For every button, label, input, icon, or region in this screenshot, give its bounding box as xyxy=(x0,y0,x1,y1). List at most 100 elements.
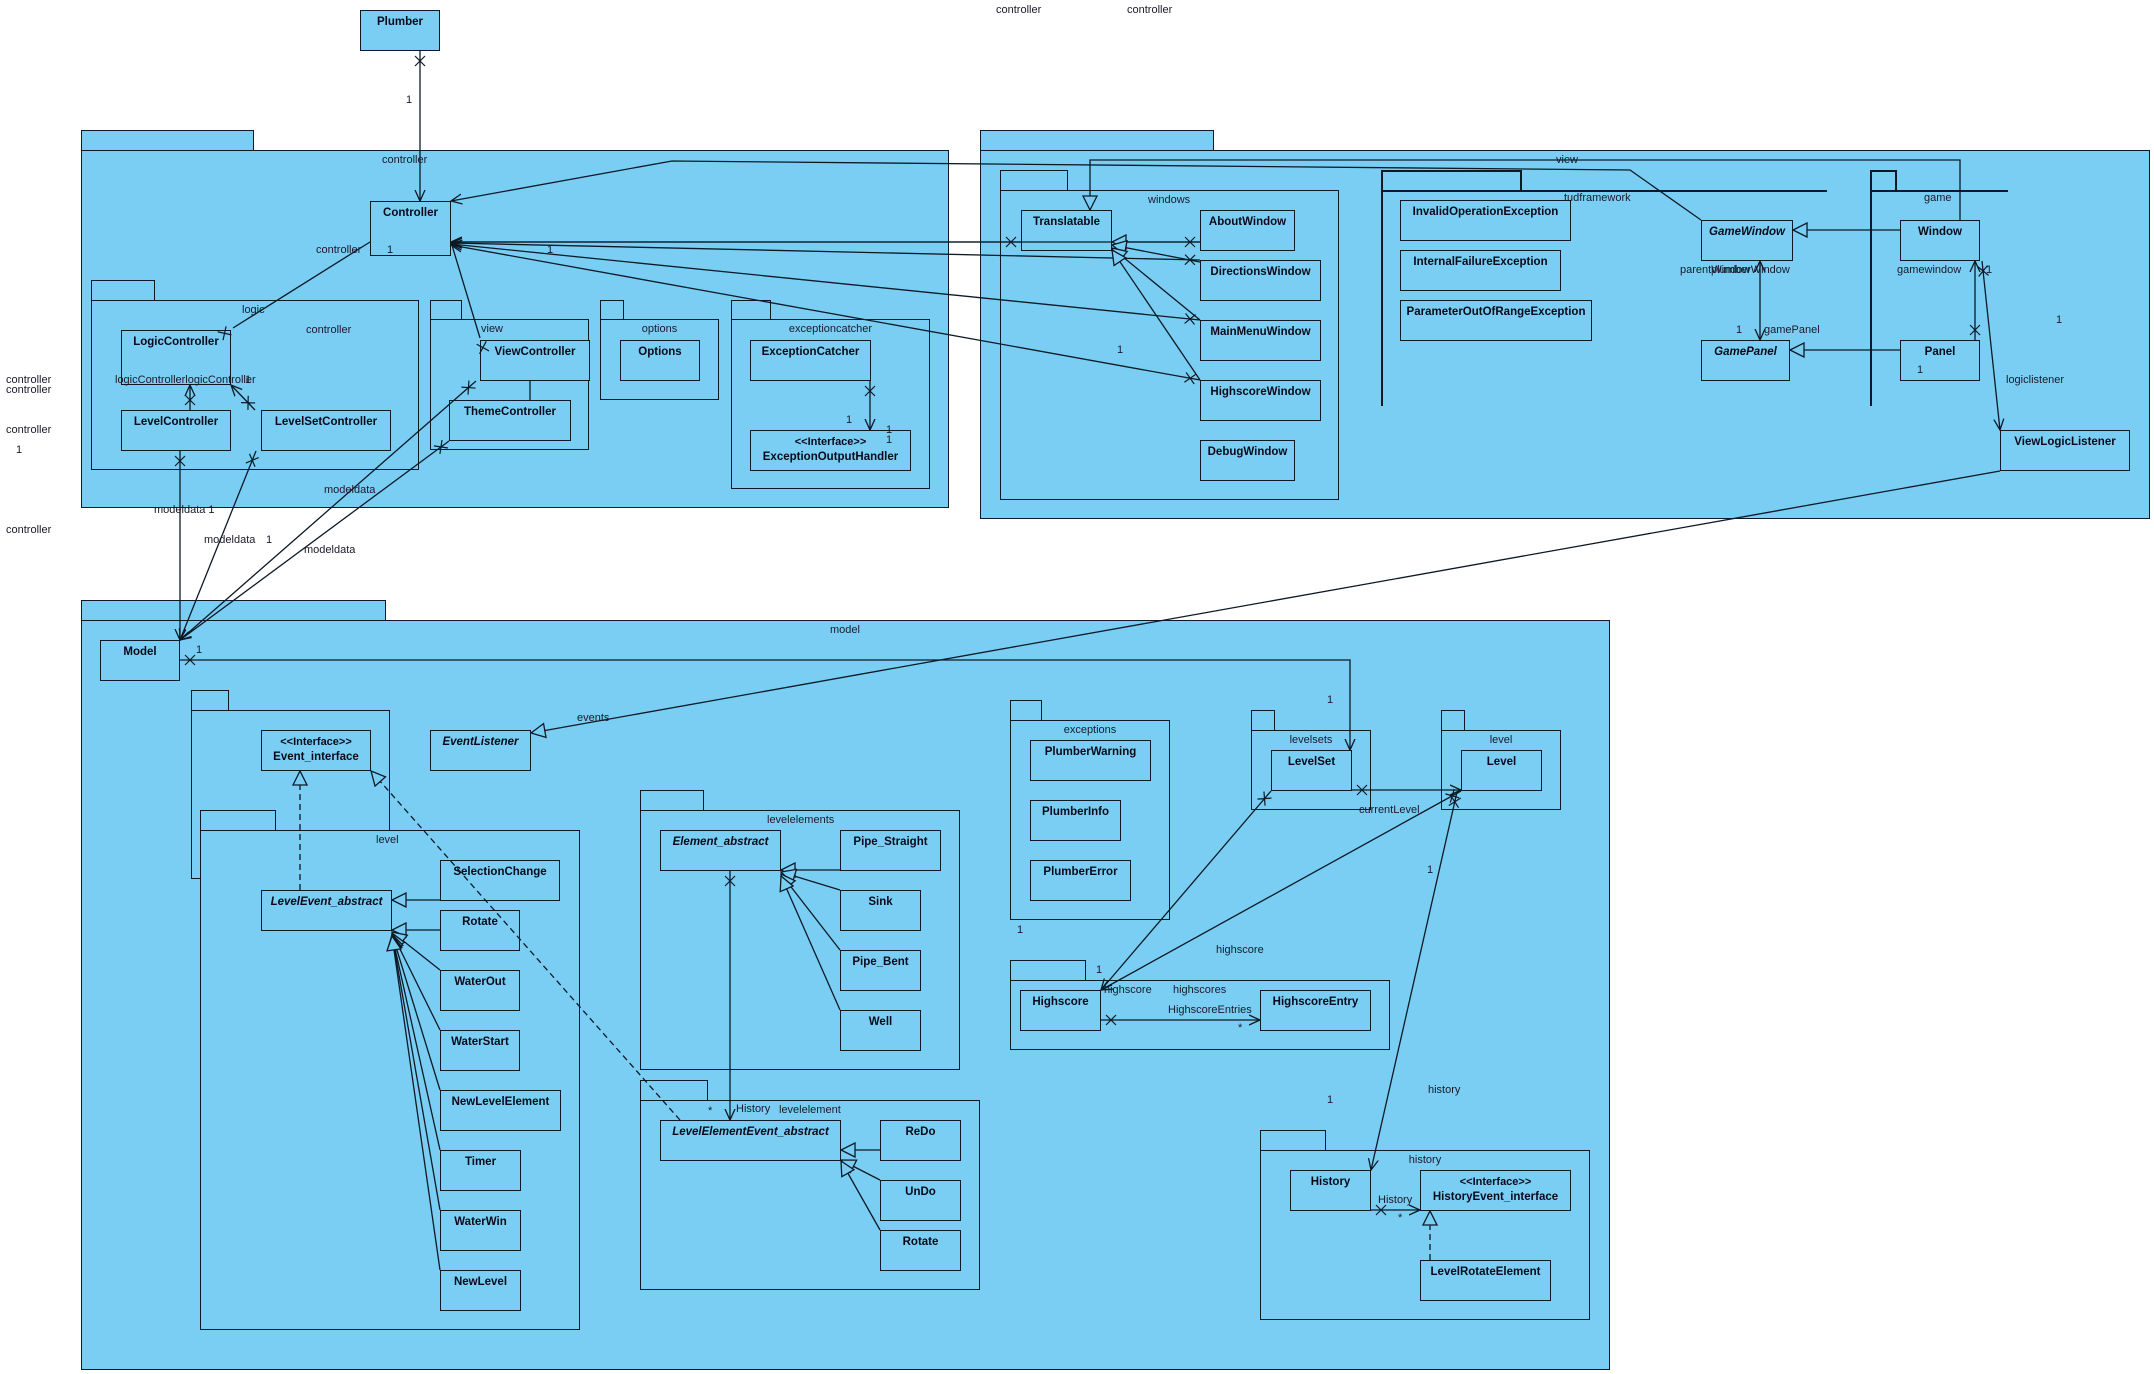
package-label: levelelements xyxy=(767,814,835,826)
label-modeldata-1: modeldata 1 xyxy=(154,504,215,516)
class-levelset[interactable]: LevelSet xyxy=(1271,750,1352,791)
label-level-mult: 1 xyxy=(1427,864,1434,876)
class-highscore-window[interactable]: HighscoreWindow xyxy=(1200,380,1321,421)
class-name: Panel xyxy=(1924,346,1956,358)
label-history-assoc-mult: * xyxy=(1398,1212,1403,1224)
class-name: EventListener xyxy=(442,736,519,748)
class-history-event-interface[interactable]: <<Interface>>HistoryEvent_interface xyxy=(1420,1170,1571,1211)
class-level-rotate-element[interactable]: LevelRotateElement xyxy=(1420,1260,1551,1301)
class-highscore[interactable]: Highscore xyxy=(1020,990,1101,1031)
class-element-abstract[interactable]: Element_abstract xyxy=(660,830,781,871)
class-plumber-warning[interactable]: PlumberWarning xyxy=(1030,740,1151,781)
class-selection-change[interactable]: SelectionChange xyxy=(440,860,560,901)
label-exc-mult-1: 1 xyxy=(846,414,853,426)
class-controller[interactable]: Controller xyxy=(370,201,451,256)
package-tab-view xyxy=(980,130,1214,151)
class-internal-failure-exception[interactable]: InternalFailureException xyxy=(1400,250,1561,291)
package-label: highscores xyxy=(1173,984,1227,996)
class-highscore-entry[interactable]: HighscoreEntry xyxy=(1260,990,1371,1031)
label-modeldata-2-mult: 1 xyxy=(266,534,273,546)
class-rotate[interactable]: Rotate xyxy=(440,910,520,951)
class-exception-catcher[interactable]: ExceptionCatcher xyxy=(750,340,871,381)
class-name: LevelEvent_abstract xyxy=(270,896,383,908)
class-debug-window[interactable]: DebugWindow xyxy=(1200,440,1295,481)
class-view-controller[interactable]: ViewController xyxy=(480,340,590,381)
class-logic-controller[interactable]: LogicController xyxy=(121,330,231,385)
class-name: NewLevel xyxy=(453,1276,508,1288)
class-main-menu-window[interactable]: MainMenuWindow xyxy=(1200,320,1321,361)
label-highscore-entries: HighscoreEntries xyxy=(1168,1004,1252,1016)
label-logic-mult: 1 xyxy=(245,374,252,386)
class-event-listener[interactable]: EventListener xyxy=(430,730,531,771)
class-plumber[interactable]: Plumber xyxy=(360,10,440,51)
class-pipe-bent[interactable]: Pipe_Bent xyxy=(840,950,921,991)
class-plumber-error[interactable]: PlumberError xyxy=(1030,860,1131,901)
class-name: WaterOut xyxy=(454,976,506,988)
label-plumber-window: plumberWindow xyxy=(1711,264,1790,276)
package-label: exceptioncatcher xyxy=(788,323,873,335)
class-water-win[interactable]: WaterWin xyxy=(440,1210,521,1251)
class-game-window[interactable]: GameWindow xyxy=(1701,220,1793,261)
class-history[interactable]: History xyxy=(1290,1170,1371,1211)
class-water-out[interactable]: WaterOut xyxy=(440,970,520,1011)
class-undo[interactable]: UnDo xyxy=(880,1180,961,1221)
class-view-logic-listener[interactable]: ViewLogicListener xyxy=(2000,430,2130,471)
label-levelelement-history-mult: * xyxy=(708,1105,713,1117)
package-tab-controller xyxy=(81,130,254,151)
class-level-element-event-abstract[interactable]: LevelElementEvent_abstract xyxy=(660,1120,841,1161)
package-label: exceptions xyxy=(1063,724,1117,736)
package-tab-exceptions xyxy=(1010,700,1042,721)
label-top-controller-2: controller xyxy=(1127,4,1173,16)
package-tab-model xyxy=(81,600,386,621)
class-new-level-element[interactable]: NewLevelElement xyxy=(440,1090,561,1131)
package-tab-levelsets xyxy=(1251,710,1275,731)
class-name: Pipe_Straight xyxy=(853,836,928,848)
package-label: windows xyxy=(1148,194,1191,206)
label-logiclistener: logiclistener xyxy=(2006,374,2065,386)
class-about-window[interactable]: AboutWindow xyxy=(1200,210,1295,251)
class-pipe-straight[interactable]: Pipe_Straight xyxy=(840,830,941,871)
class-name: HistoryEvent_interface xyxy=(1432,1191,1559,1203)
class-name: ViewLogicListener xyxy=(2014,436,2116,448)
class-parameter-out-of-range-exception[interactable]: ParameterOutOfRangeException xyxy=(1400,300,1592,341)
class-name: InternalFailureException xyxy=(1413,256,1548,268)
class-name: WaterStart xyxy=(451,1036,509,1048)
package-label: options xyxy=(641,323,678,335)
class-well[interactable]: Well xyxy=(840,1010,921,1051)
class-event-interface[interactable]: <<Interface>>Event_interface xyxy=(261,730,371,771)
class-name: History xyxy=(1310,1176,1351,1188)
label-logic-pkg-controller: controller xyxy=(306,324,352,336)
class-directions-window[interactable]: DirectionsWindow xyxy=(1200,260,1321,301)
label-left-controller-4: controller xyxy=(6,524,52,536)
class-new-level[interactable]: NewLevel xyxy=(440,1270,521,1311)
class-levelset-controller[interactable]: LevelSetController xyxy=(261,410,391,451)
class-water-start[interactable]: WaterStart xyxy=(440,1030,520,1071)
class-redo[interactable]: ReDo xyxy=(880,1120,961,1161)
label-exc-mult-2: 1 xyxy=(886,424,893,436)
class-name: AboutWindow xyxy=(1208,216,1287,228)
package-tab-controller-view xyxy=(430,300,462,320)
label-modeldata-2: modeldata xyxy=(204,534,256,546)
label-modeldata-3: modeldata xyxy=(324,484,376,496)
class-model[interactable]: Model xyxy=(100,640,180,681)
class-invalid-operation-exception[interactable]: InvalidOperationException xyxy=(1400,200,1571,241)
class-level[interactable]: Level xyxy=(1461,750,1542,791)
class-sink[interactable]: Sink xyxy=(840,890,921,931)
class-game-panel[interactable]: GamePanel xyxy=(1701,340,1790,381)
class-window[interactable]: Window xyxy=(1900,220,1980,261)
class-theme-controller[interactable]: ThemeController xyxy=(449,400,571,441)
class-level-event-abstract[interactable]: LevelEvent_abstract xyxy=(261,890,392,931)
class-plumber-info[interactable]: PlumberInfo xyxy=(1030,800,1121,841)
class-name: WaterWin xyxy=(454,1216,507,1228)
package-tab-options xyxy=(600,300,624,320)
package-game-tab-top xyxy=(1870,170,1896,172)
class-options[interactable]: Options xyxy=(620,340,700,381)
label-levelset-mult: 1 xyxy=(1327,694,1334,706)
class-panel[interactable]: Panel xyxy=(1900,340,1980,381)
class-timer[interactable]: Timer xyxy=(440,1150,521,1191)
class-name: Level xyxy=(1486,756,1517,768)
class-translatable[interactable]: Translatable xyxy=(1021,210,1112,251)
label-windows-mult: 1 xyxy=(1117,344,1124,356)
class-level-controller[interactable]: LevelController xyxy=(121,410,231,451)
class-rotate-element[interactable]: Rotate xyxy=(880,1230,961,1271)
